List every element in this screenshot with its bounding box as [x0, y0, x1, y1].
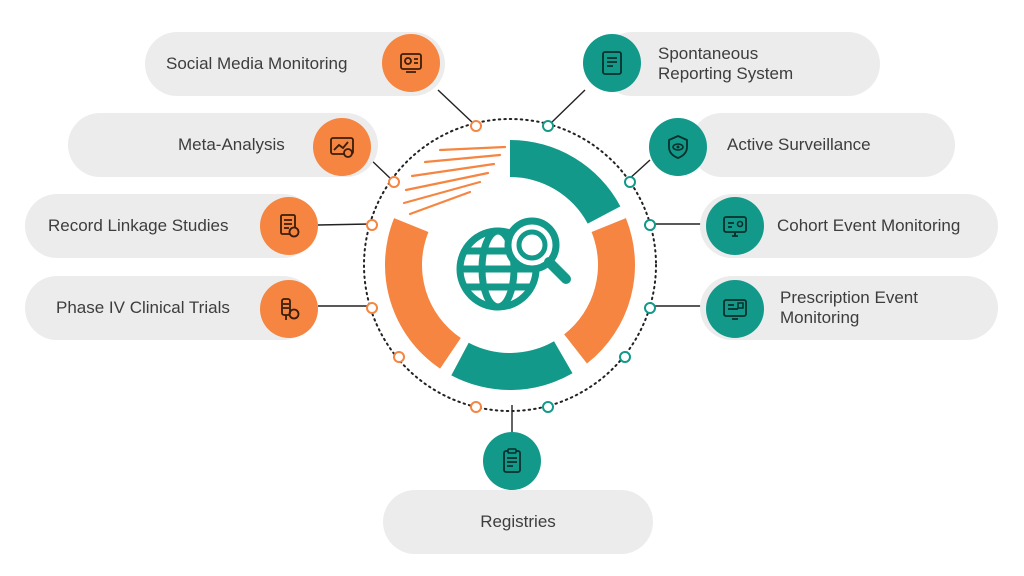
label-cohort-event-monitoring: Cohort Event Monitoring	[777, 216, 961, 235]
label-social-media-monitoring: Social Media Monitoring	[166, 54, 348, 73]
ring-segment-left	[385, 218, 461, 369]
report-icon	[583, 34, 641, 92]
label-record-linkage-studies: Record Linkage Studies	[48, 216, 229, 235]
connector-dot-social	[470, 120, 482, 132]
social-media-icon	[382, 34, 440, 92]
pill-registries	[383, 490, 653, 554]
label-active-surveillance: Active Surveillance	[727, 135, 871, 154]
label-spontaneous-reporting-system: Spontaneous Reporting System	[658, 44, 794, 83]
label-prescription-event-monitoring: Prescription Event Monitoring	[780, 288, 918, 327]
globe-search-icon	[456, 217, 571, 311]
clipboard-icon	[483, 432, 541, 490]
ring-stripe	[402, 180, 482, 205]
label-phase-iv-clinical-trials: Phase IV Clinical Trials	[56, 298, 230, 317]
connector-dot-lower-right	[619, 351, 631, 363]
eye-shield-icon	[649, 118, 707, 176]
ring-stripe	[438, 145, 507, 152]
prescription-monitor-icon	[706, 280, 764, 338]
ring-segment-top-right	[510, 140, 621, 224]
document-link-icon	[260, 197, 318, 255]
ring-stripe	[408, 190, 472, 216]
connector-dot-bottom-left	[470, 401, 482, 413]
connector-dot-active	[624, 176, 636, 188]
connector-dot-spontaneous	[542, 120, 554, 132]
ring-stripe	[404, 171, 490, 192]
ring-segment-bottom	[451, 341, 573, 390]
pill-spontaneous-reporting-system	[600, 32, 880, 96]
connector-dot-lower-left	[393, 351, 405, 363]
connector-line	[317, 223, 371, 226]
connector-dot-registries	[542, 401, 554, 413]
dotted-outer-ring	[363, 118, 657, 412]
clinical-trial-icon	[260, 280, 318, 338]
connector-dot-meta	[388, 176, 400, 188]
connector-dot-cohort	[644, 219, 656, 231]
connector-dot-phase	[366, 302, 378, 314]
ring-segment-right	[564, 218, 636, 364]
label-meta-analysis: Meta-Analysis	[178, 135, 285, 154]
connector-line	[549, 89, 586, 125]
label-registries: Registries	[480, 512, 556, 531]
ring-stripe	[423, 153, 502, 164]
monitor-icon	[706, 197, 764, 255]
connector-dot-prescription	[644, 302, 656, 314]
connector-dot-record	[366, 219, 378, 231]
pill-active-surveillance	[690, 113, 955, 177]
ring-stripe	[410, 162, 496, 178]
analysis-chart-icon	[313, 118, 371, 176]
connector-line	[437, 89, 475, 125]
